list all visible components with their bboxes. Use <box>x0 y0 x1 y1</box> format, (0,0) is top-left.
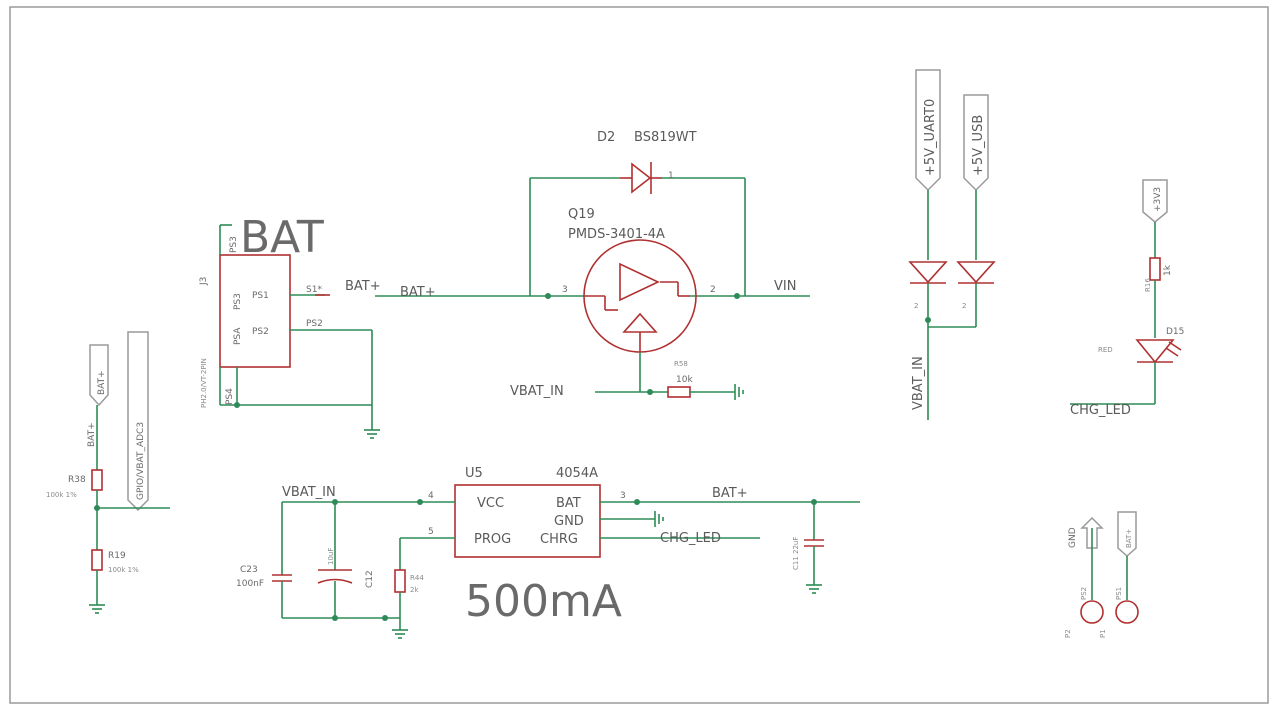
pin-label: 2 <box>710 285 716 295</box>
d15-small: RED <box>1098 346 1113 354</box>
j3-value: PH2.0/VT-2PIN <box>200 358 208 408</box>
pin-label: 3 <box>562 285 568 295</box>
net-label: BAT+ <box>400 285 436 300</box>
c12-ref: C12 <box>365 570 375 588</box>
u5-pin-prog: PROG <box>474 532 511 547</box>
pad-p1 <box>1115 600 1139 624</box>
net-label: BAT+ <box>345 279 381 294</box>
flag-gpio-adc <box>127 331 149 512</box>
d15-ref: D15 <box>1166 327 1184 337</box>
u5-pin-bat: BAT <box>556 496 581 511</box>
d2-ref: D2 <box>597 130 615 145</box>
flag-3v3 <box>1142 179 1168 223</box>
r16-value: 1k <box>1163 264 1173 276</box>
u5-pin-chrg: CHRG <box>540 532 578 547</box>
r58-ref: R58 <box>674 360 688 368</box>
u5-pin-vcc: VCC <box>477 496 504 511</box>
charge-led-d15: +3V3 R16 1k D15 RED CHG_LED <box>1070 179 1184 418</box>
flag-bat-plus <box>89 344 109 407</box>
flag-label: GND <box>1068 527 1078 548</box>
net-label: VBAT_IN <box>282 485 336 500</box>
u5-body <box>454 484 601 558</box>
flag-5v-usb <box>963 94 989 192</box>
power-path-q19: BAT+ BAT+ D2 BS819WT Q19 PMDS-3401-4A 3 … <box>345 130 810 400</box>
ground-symbol <box>392 629 408 639</box>
d2-value: BS819WT <box>634 130 697 145</box>
battery-connector-j3: BAT J3 PH2.0/VT-2PIN PS3 PS3 PSA PS4 PS1… <box>199 212 380 439</box>
u5-pin-gnd: GND <box>554 514 584 529</box>
flag-label: +5V_UART0 <box>923 99 938 176</box>
flag-label: +3V3 <box>1153 187 1163 212</box>
pin-label: 4 <box>428 491 434 501</box>
flag-label: BAT+ <box>97 370 107 395</box>
q19-value: PMDS-3401-4A <box>568 227 665 242</box>
net-label: VBAT_IN <box>911 356 926 410</box>
battery-pads: GND BAT+ PS2 PS1 P2 P1 <box>1064 511 1139 638</box>
pad-ref: P1 <box>1099 629 1107 638</box>
r38-value: 100k 1% <box>46 491 77 499</box>
r38-ref: R38 <box>68 475 86 485</box>
r19-value: 100k 1% <box>108 566 139 574</box>
pin-label: 2 <box>914 302 918 310</box>
pin-label: PS4 <box>225 388 235 405</box>
u5-ref: U5 <box>465 466 483 481</box>
input-oring-diodes: +5V_UART0 +5V_USB 2 2 VBAT_IN <box>908 69 996 420</box>
r58-value: 10k <box>676 375 693 385</box>
flag-label: GPIO/VBAT_ADC3 <box>136 422 146 500</box>
r44-value: 2k <box>410 586 419 594</box>
r19-ref: R19 <box>108 551 126 561</box>
flag-bat-pad <box>1117 511 1137 558</box>
pad-ref: P2 <box>1064 629 1072 638</box>
net-label: CHG_LED <box>1070 403 1131 418</box>
battery-adc-divider: BAT+ GPIO/VBAT_ADC3 BAT+ R38 100k 1% R19… <box>46 331 170 614</box>
c23-ref: C23 <box>240 565 258 575</box>
pin-label: PSA <box>233 327 243 345</box>
ground-symbol <box>806 584 822 594</box>
pad-p2 <box>1080 600 1104 624</box>
pin-label: 2 <box>962 302 966 310</box>
r16-ref: R16 <box>1144 278 1152 292</box>
charger-u5: VBAT_IN U5 4054A VCC BAT GND PROG CHRG 4… <box>236 466 860 639</box>
c23-value: 100nF <box>236 579 264 589</box>
net-label: PS2 <box>306 319 323 329</box>
charge-current-label: 500mA <box>465 576 622 627</box>
pin-label: PS3 <box>229 236 239 253</box>
ground-symbol <box>654 511 664 527</box>
c12-value: 10uF <box>327 548 335 565</box>
c11-label: C11 22uF <box>792 537 800 570</box>
diode-d2 <box>620 162 662 194</box>
q19-ref: Q19 <box>568 207 595 222</box>
flag-label: BAT+ <box>1125 529 1133 548</box>
net-label: BAT+ <box>712 486 748 501</box>
ground-symbol <box>89 604 105 614</box>
ground-symbol <box>734 384 744 400</box>
pin-label: 5 <box>428 527 434 537</box>
pin-label: PS2 <box>252 327 269 337</box>
flag-5v-uart <box>915 69 941 192</box>
net-label: CHG_LED <box>660 531 721 546</box>
u5-value: 4054A <box>556 466 598 481</box>
pin-label: 3 <box>620 491 626 501</box>
ground-symbol <box>364 429 380 439</box>
r44-ref: R44 <box>410 574 424 582</box>
j3-body <box>219 254 291 368</box>
pad-small: PS1 <box>1115 587 1123 600</box>
net-label: S1* <box>306 285 322 295</box>
pin-label: PS3 <box>233 293 243 310</box>
bat-title: BAT <box>240 212 324 263</box>
net-label: VIN <box>774 279 796 294</box>
flag-label: +5V_USB <box>971 115 986 176</box>
j3-ref: J3 <box>199 277 209 286</box>
net-label: VBAT_IN <box>510 384 564 399</box>
net-label: BAT+ <box>87 422 97 447</box>
pad-small: PS2 <box>1080 587 1088 600</box>
pin-label: 1 <box>668 171 674 181</box>
pin-label: PS1 <box>252 291 269 301</box>
